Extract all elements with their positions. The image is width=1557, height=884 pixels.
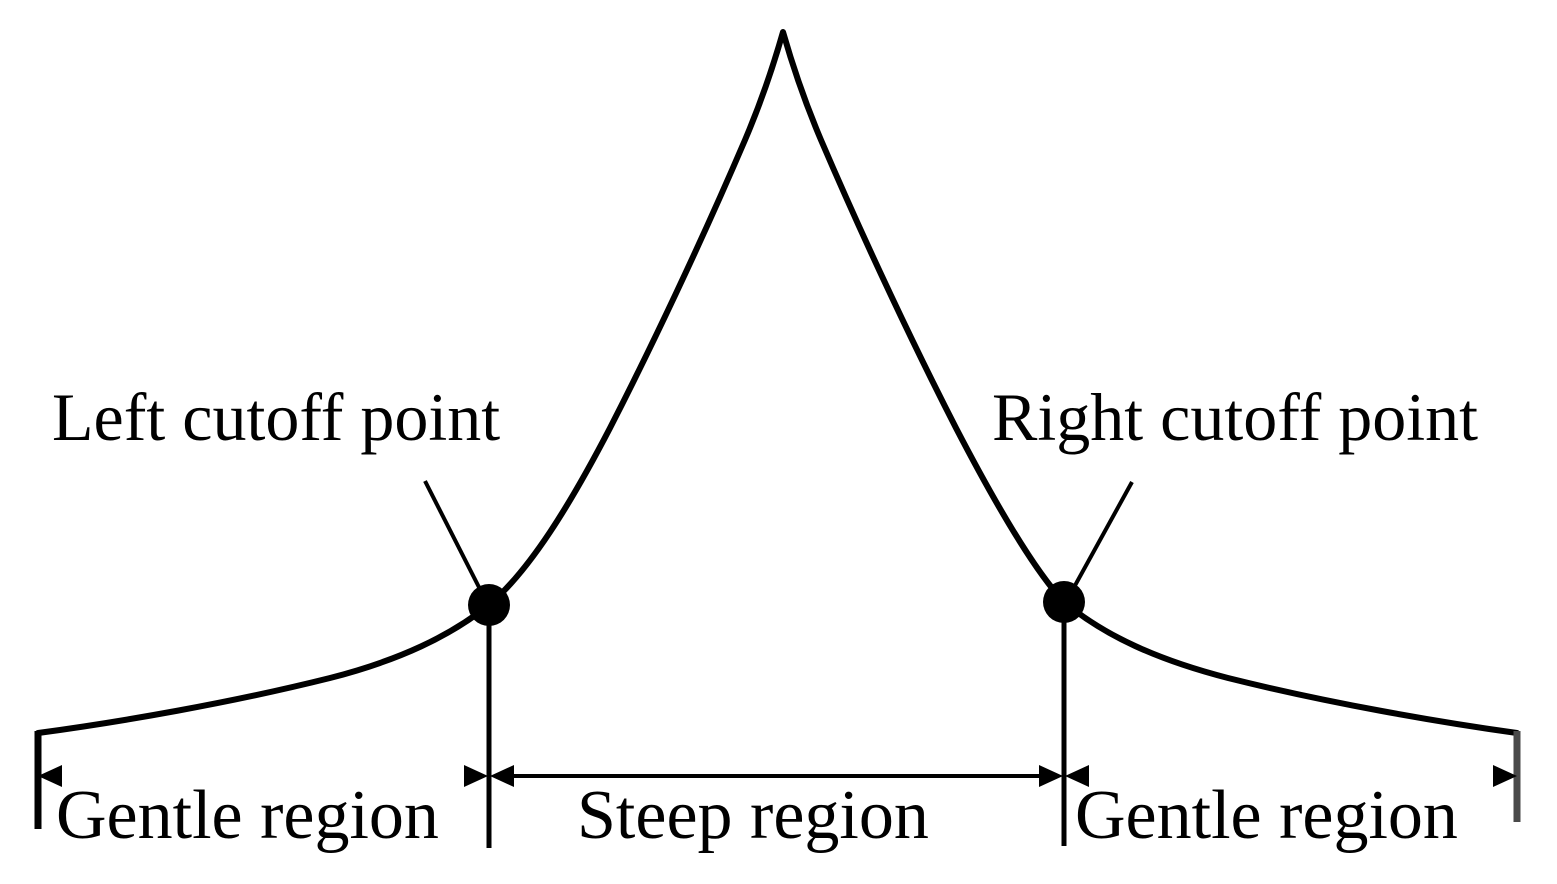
right-cutoff-leader-line bbox=[1065, 481, 1134, 601]
left-cutoff-point-label: Left cutoff point bbox=[52, 379, 501, 455]
steep-region-arrowhead-start bbox=[490, 765, 514, 787]
gentle-region-left-arrowhead-start bbox=[38, 765, 62, 787]
steep-region-label: Steep region bbox=[577, 777, 929, 854]
gentle-region-right-arrowhead-start bbox=[1065, 765, 1089, 787]
gentle-region-left-arrowhead-end bbox=[464, 765, 488, 787]
gentle-region-right-arrowhead-end bbox=[1493, 765, 1517, 787]
right-cutoff-point-label: Right cutoff point bbox=[992, 379, 1479, 455]
left-cutoff-point-marker bbox=[468, 584, 510, 626]
gentle-region-left-label: Gentle region bbox=[56, 777, 439, 854]
gentle-region-right-label: Gentle region bbox=[1075, 777, 1458, 854]
right-cutoff-point-marker bbox=[1043, 581, 1085, 623]
steep-region-arrowhead-end bbox=[1039, 765, 1063, 787]
left-cutoff-leader-line bbox=[423, 480, 489, 604]
peaked-curve bbox=[35, 29, 1520, 736]
